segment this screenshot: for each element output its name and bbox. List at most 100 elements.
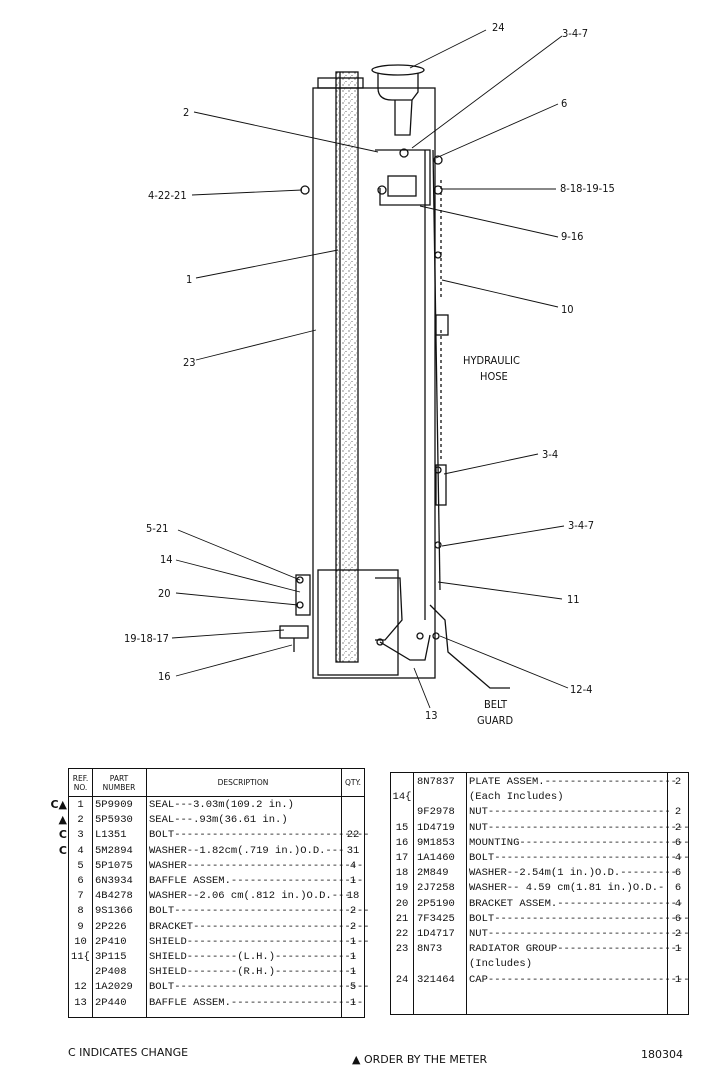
cell-part: 2M849 <box>417 867 449 880</box>
cell-qty: 1 <box>674 973 682 986</box>
cell-ref: 22 <box>395 928 409 940</box>
callout-20: 20 <box>158 587 171 600</box>
cell-ref: 12 <box>74 981 87 994</box>
callout-24: 24 <box>492 21 505 34</box>
table-row: (Includes) <box>391 957 688 972</box>
cell-desc: WASHER-- 4.59 cm(1.81 in.)O.D.- <box>469 882 665 895</box>
callout-10: 10 <box>561 303 574 316</box>
table-row: 19 2J7258 WASHER-- 4.59 cm(1.81 in.)O.D.- 6 <box>391 881 688 896</box>
cell-qty: 4 <box>674 897 682 910</box>
callout-9-16: 9-16 <box>561 230 583 243</box>
cell-part: 8N73 <box>417 943 443 956</box>
cell-qty: 2 <box>674 928 682 940</box>
cell-part: 1A2029 <box>95 981 133 994</box>
callout-19-18-17: 19-18-17 <box>124 632 169 645</box>
cell-part: 321464 <box>417 973 455 986</box>
cell-ref: 9 <box>77 920 84 933</box>
cell-qty: 4 <box>674 852 682 864</box>
cell-ref: 24 <box>395 973 409 986</box>
cell-qty: 2 <box>349 905 357 918</box>
callout-11: 11 <box>567 593 580 606</box>
callout-6: 6 <box>561 97 567 110</box>
cell-part: 3P115 <box>95 951 127 963</box>
callout-14: 14 <box>160 553 173 566</box>
cell-desc: WASHER--2.06 cm(.812 in.)O.D.--- <box>149 890 351 903</box>
cell-desc: BOLT------------------------------- <box>469 852 690 864</box>
callout-23: 23 <box>183 356 196 369</box>
cell-ref: 4 <box>77 844 84 857</box>
cell-desc: SEAL---.93m(36.61 in.) <box>149 814 288 827</box>
cell-ref: 14{ <box>392 791 412 804</box>
cell-desc: MOUNTING--------------------------- <box>469 836 690 849</box>
cell-desc: WASHER---------------------------- <box>149 859 364 872</box>
header-qty: QTY. <box>345 778 361 787</box>
cell-desc: SHIELD----------------------------- <box>149 935 370 948</box>
table-row: 1 5P9909 SEAL---3.03m(109.2 in.) <box>69 798 364 813</box>
cell-desc: BAFFLE ASSEM.--------------------- <box>149 875 364 887</box>
cell-ref: 19 <box>395 882 409 895</box>
cell-desc: NUT-------------------------------- <box>469 821 690 834</box>
cell-qty: 1 <box>349 875 357 887</box>
callout-4-22-21: 4-22-21 <box>148 189 187 202</box>
radiator-group-illustration: 24 3-4-7 2 6 4-22-21 8-18-19-15 9-16 1 1… <box>124 21 615 727</box>
row-mark: ▲ <box>58 813 67 827</box>
cell-ref: 21 <box>395 912 409 925</box>
cell-desc: NUT----------------------------- <box>469 806 671 819</box>
cell-part: 6N3934 <box>95 875 133 887</box>
cell-desc: BOLT------------------------------- <box>149 829 370 842</box>
callout-5-21: 5-21 <box>146 522 168 535</box>
table-row: 14{(Each Includes) <box>391 790 688 805</box>
cell-part: 2P440 <box>95 996 127 1009</box>
cell-part: 2P226 <box>95 920 127 933</box>
page-number: 180304 <box>641 1048 683 1061</box>
cell-part: L1351 <box>95 829 127 842</box>
label-hydraulic: HYDRAULIC <box>463 354 520 367</box>
cell-ref: 13 <box>74 996 87 1009</box>
cell-part: 9S1366 <box>95 905 133 918</box>
callout-3-4-7-top: 3-4-7 <box>562 27 588 40</box>
cell-qty: 6 <box>674 882 682 895</box>
cell-desc: BRACKET ASSEM.-------------------- <box>469 897 684 910</box>
header-description: DESCRIPTION <box>217 778 269 787</box>
cell-qty: 2 <box>349 920 357 933</box>
table-row: 9F2978 NUT-----------------------------2 <box>391 805 688 820</box>
cell-desc: SEAL---3.03m(109.2 in.) <box>149 799 294 811</box>
label-belt: BELT <box>484 698 508 711</box>
cell-ref: 16 <box>395 836 409 849</box>
label-guard: GUARD <box>477 714 514 727</box>
cell-part: 2P408 <box>95 966 127 979</box>
cell-part: 2J7258 <box>417 882 455 895</box>
cell-part: 5P1075 <box>95 859 133 872</box>
cell-qty: 2 <box>674 806 682 819</box>
cell-qty: 2 <box>674 821 682 834</box>
cell-part: 5P9909 <box>95 799 133 811</box>
legend-order-by-meter: ▲ ORDER BY THE METER <box>352 1053 488 1066</box>
header-ref: REF.NO. <box>72 774 89 792</box>
cell-qty: 31 <box>346 844 360 857</box>
cell-ref: 17 <box>395 852 409 864</box>
callout-1: 1 <box>186 273 192 286</box>
cell-part: 5P5930 <box>95 814 133 827</box>
cell-ref: 5 <box>77 859 84 872</box>
cell-ref: 1 <box>77 799 84 811</box>
cell-ref: 10 <box>74 935 87 948</box>
callout-16: 16 <box>158 670 171 683</box>
label-hose: HOSE <box>480 370 508 383</box>
row-mark: C <box>58 828 67 842</box>
cell-part: 8N7837 <box>417 776 455 788</box>
cell-ref: 3 <box>77 829 84 842</box>
cell-qty: 1 <box>349 996 357 1009</box>
cell-part: 5M2894 <box>95 844 133 857</box>
